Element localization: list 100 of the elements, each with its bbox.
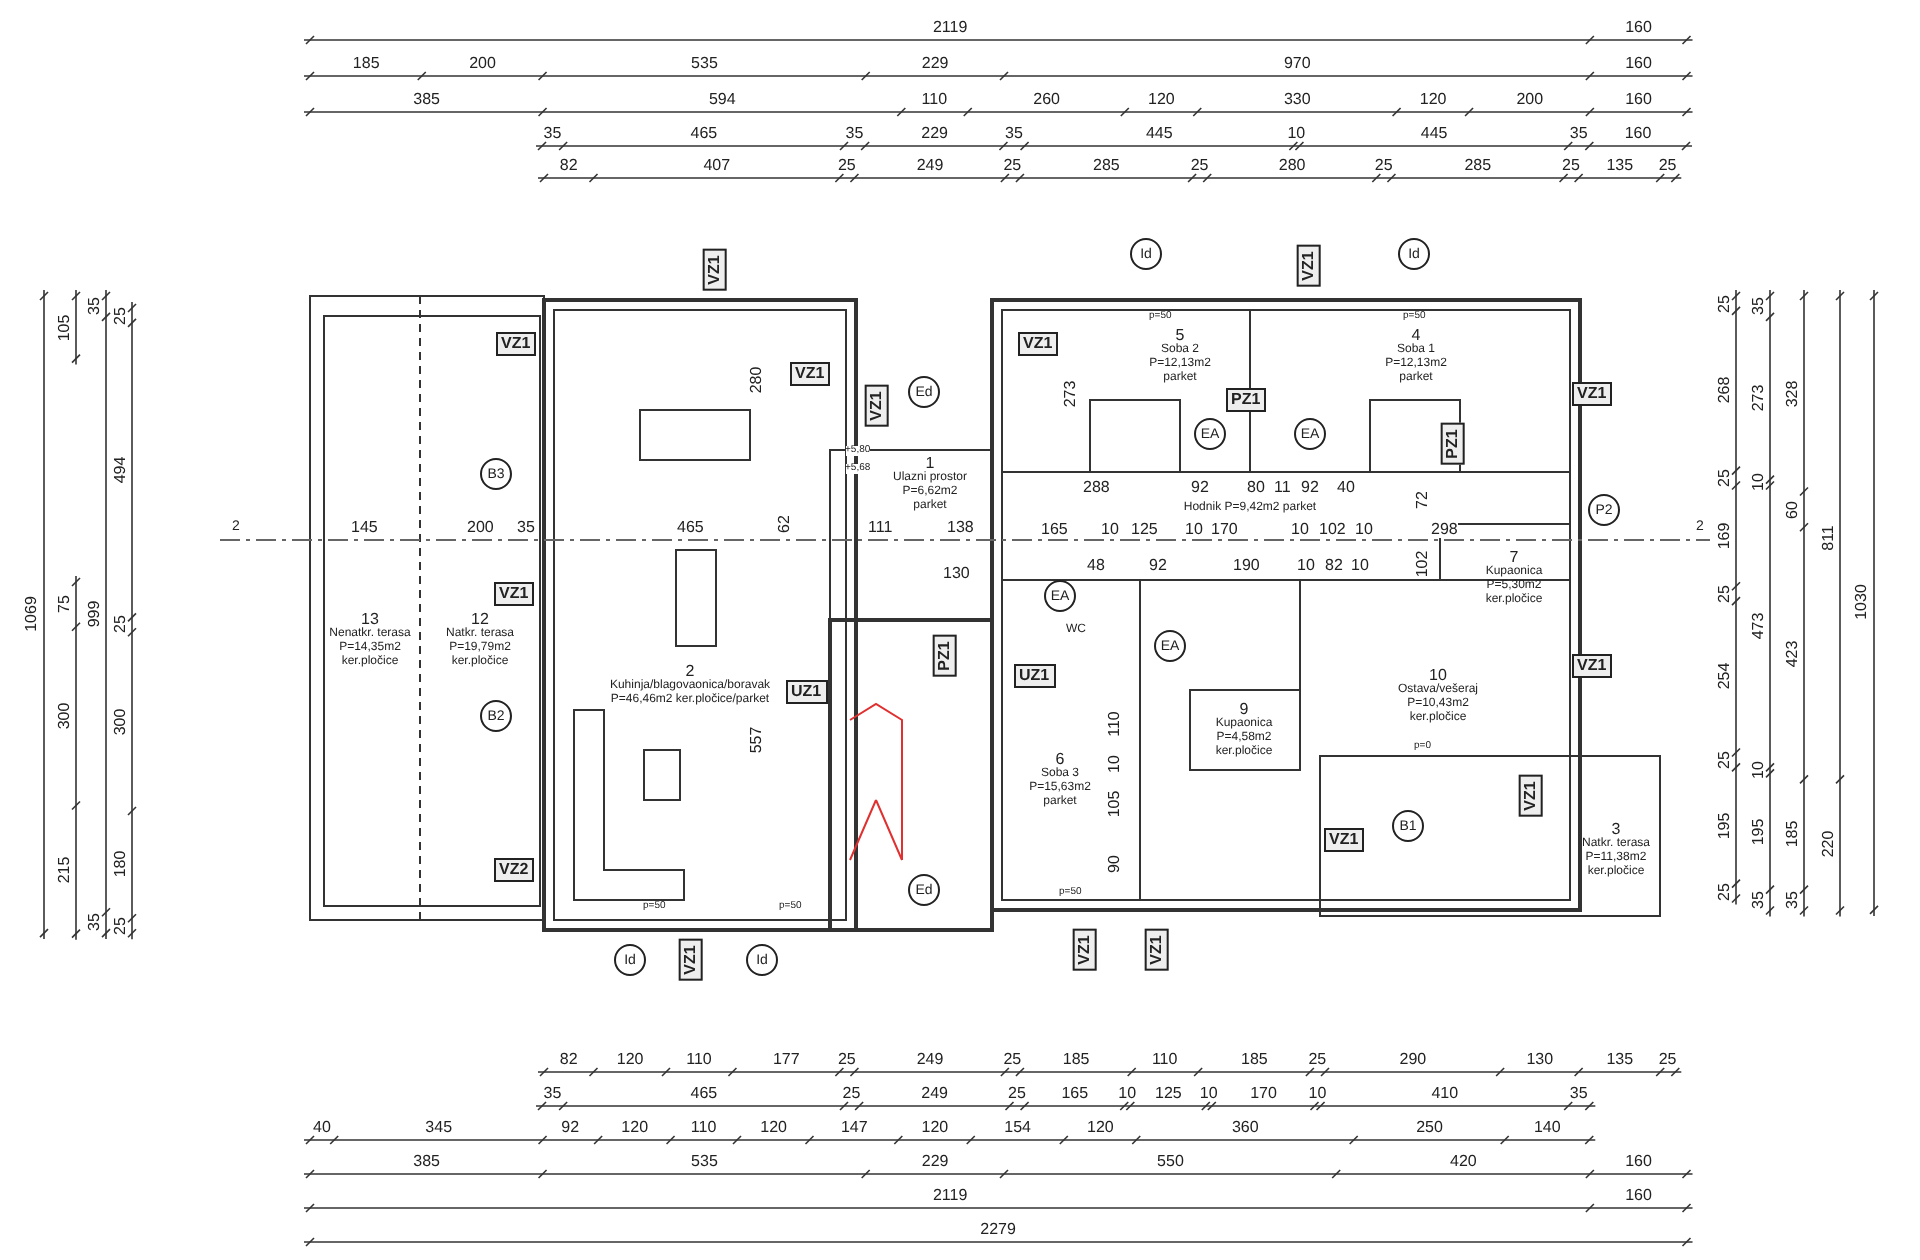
room-number: 1 xyxy=(925,454,937,472)
dimension-text: 25 xyxy=(1715,751,1732,769)
dimension-text: 145 xyxy=(351,520,378,536)
dimension-text: 90 xyxy=(1105,855,1122,873)
dimension-text: 445 xyxy=(1145,126,1173,142)
dimension-text: 120 xyxy=(1148,92,1175,108)
dimension-text: 10 xyxy=(1355,522,1373,538)
dimension-text: 125 xyxy=(1131,522,1158,538)
material-tag: VZ1 xyxy=(1571,382,1613,406)
dimension-text: 288 xyxy=(1083,480,1110,496)
dimension-text: 10 xyxy=(1101,522,1119,538)
dimension-text: 120 xyxy=(621,1120,649,1136)
dimension-text: 25 xyxy=(1715,882,1732,900)
dimension-text: 249 xyxy=(916,1052,944,1068)
material-tag: PZ1 xyxy=(931,635,956,677)
material-tag: VZ1 xyxy=(1571,654,1613,678)
dimension-text: 229 xyxy=(921,56,949,72)
dimension-text: 10 xyxy=(1291,522,1309,538)
dimension-text: 249 xyxy=(921,1086,948,1102)
room-number: 7 xyxy=(1509,548,1519,566)
dimension-text: 298 xyxy=(1431,522,1458,538)
dimension-text: 35 xyxy=(543,126,562,142)
dimension-text: 465 xyxy=(677,520,704,536)
dimension-text: 177 xyxy=(772,1052,800,1068)
dimension-text: 195 xyxy=(1750,818,1767,845)
material-tag: VZ1 xyxy=(677,939,702,981)
dimension-text: 185 xyxy=(352,56,380,72)
dimension-text: 25 xyxy=(1658,158,1677,174)
dimension-text: 280 xyxy=(748,366,765,394)
room-number: 3 xyxy=(1611,820,1623,838)
dimension-text: 2279 xyxy=(980,1222,1016,1238)
dimension-text: 82 xyxy=(1325,558,1343,574)
dimension-text: 185 xyxy=(1784,821,1801,848)
material-tag: VZ1 xyxy=(1295,245,1320,287)
dimension-text: 35 xyxy=(543,1086,562,1102)
dimension-text: 48 xyxy=(1087,558,1105,574)
dimension-text: 200 xyxy=(1516,92,1544,108)
dimension-text: 154 xyxy=(1004,1120,1031,1136)
dimension-text: 195 xyxy=(1716,812,1733,839)
dimension-text: 330 xyxy=(1283,92,1311,108)
dimension-text: 92 xyxy=(1301,480,1319,496)
dimension-text: 35 xyxy=(85,297,102,316)
dimension-text: 25 xyxy=(1003,158,1022,174)
dimension-text: 215 xyxy=(56,856,73,883)
dimension-text: 970 xyxy=(1283,56,1311,72)
dimension-text: 35 xyxy=(1783,891,1800,909)
dimension-text: 385 xyxy=(413,92,440,108)
dimension-text: 92 xyxy=(561,1120,580,1136)
dimension-text: 35 xyxy=(1749,891,1766,909)
dimension-text: 125 xyxy=(1155,1086,1182,1102)
dimension-text: 280 xyxy=(1278,158,1306,174)
dimension-text: 260 xyxy=(1033,92,1060,108)
dimension-text: 105 xyxy=(56,313,73,341)
dimension-text: 82 xyxy=(559,158,578,174)
dimension-text: 10 xyxy=(1105,755,1122,773)
dimension-text: 300 xyxy=(56,702,73,730)
material-tag: VZ1 xyxy=(1323,828,1365,852)
dimension-text: 229 xyxy=(921,1154,949,1170)
dimension-text: 300 xyxy=(112,708,129,735)
dimension-text: 35 xyxy=(845,126,864,142)
dimension-text: 254 xyxy=(1716,663,1733,691)
material-tag: VZ1 xyxy=(863,385,888,427)
dimension-text: 385 xyxy=(413,1154,440,1170)
dimension-text: 200 xyxy=(467,520,494,536)
dimension-text: 25 xyxy=(1374,158,1393,174)
dimension-text: 25 xyxy=(837,158,856,174)
dimension-text: 82 xyxy=(559,1052,578,1068)
dimension-text: 285 xyxy=(1093,158,1120,174)
room-number: 4 xyxy=(1411,326,1421,344)
dimension-text: 25 xyxy=(111,615,128,634)
dimension-text: 10 xyxy=(1185,522,1203,538)
dimension-text: 170 xyxy=(1211,522,1238,538)
dimension-text: 25 xyxy=(1715,469,1732,487)
dimension-text: 110 xyxy=(686,1052,712,1068)
dimension-text: 120 xyxy=(921,1120,949,1136)
room-number: 9 xyxy=(1239,700,1249,718)
material-tag: UZ1 xyxy=(1013,664,1056,688)
dimension-text: 35 xyxy=(1749,297,1766,316)
dimension-text: 328 xyxy=(1784,380,1801,408)
dimension-text: 110 xyxy=(921,92,948,108)
dimension-text: 110 xyxy=(1105,711,1122,737)
dimension-text: 25 xyxy=(1658,1052,1677,1068)
dimension-text: 138 xyxy=(947,520,974,536)
dimension-text: 190 xyxy=(1233,558,1260,574)
dimension-text: 180 xyxy=(112,851,129,878)
dimension-text: 80 xyxy=(1247,480,1265,496)
dimension-text: 92 xyxy=(1149,558,1167,574)
dimension-text: 92 xyxy=(1191,480,1209,496)
dimension-text: 25 xyxy=(1562,158,1580,174)
dimension-text: 360 xyxy=(1231,1120,1259,1136)
dimension-text: 473 xyxy=(1750,613,1767,640)
dimension-text: 170 xyxy=(1250,1086,1277,1102)
dimension-text: 494 xyxy=(112,456,129,484)
dimension-text: 410 xyxy=(1431,1086,1459,1102)
room-number: 13 xyxy=(361,610,381,628)
dimension-text: 2119 xyxy=(932,20,968,36)
dimension-text: 25 xyxy=(1190,158,1209,174)
dimension-text: 10 xyxy=(1749,473,1766,492)
dimension-text: 268 xyxy=(1716,377,1733,405)
material-tag: VZ1 xyxy=(1517,775,1542,817)
